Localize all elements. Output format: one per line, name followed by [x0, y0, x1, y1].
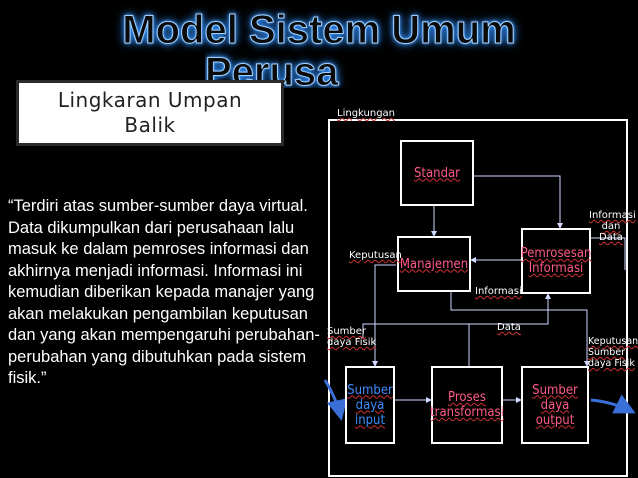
slide-title-line1: Model Sistem Umum — [122, 8, 516, 53]
label-sumber-daya-fisik: Sumber daya Fisik — [327, 326, 376, 348]
system-diagram: Lingkungan Standar Manajemen Pemrosesan … — [323, 100, 638, 478]
connector-keputusan-right — [450, 292, 590, 367]
box-pemrosesan-line1: Pemrosesan — [520, 246, 592, 261]
label-informasi-dan-data: Informasi dan Data — [589, 210, 636, 243]
connector-informasi-out — [591, 237, 626, 270]
box-standar: Standar — [400, 140, 474, 206]
environment-frame — [328, 119, 628, 477]
label-lingkungan: Lingkungan — [337, 108, 396, 119]
label-idd-line1: Informasi — [589, 210, 636, 221]
body-paragraph: “Terdiri atas sumber-sumber daya virtual… — [8, 197, 320, 387]
label-kr-line3: daya Fisik — [588, 358, 635, 369]
diagram-connectors — [323, 119, 636, 477]
box-input-line1: Sumber — [347, 382, 393, 398]
callout-line2: Balik — [124, 113, 176, 137]
label-idd-line2: dan — [601, 221, 621, 232]
callout-line1: Lingkaran Umpan — [57, 88, 243, 112]
slide-title: Model Sistem Umum Perusa — [0, 8, 638, 89]
label-sdf-line2: daya Fisik — [327, 337, 377, 348]
box-input-line3: input — [354, 412, 386, 428]
box-output-line1: Sumber daya — [532, 382, 578, 413]
label-informasi: Informasi — [475, 286, 522, 297]
box-proses-line1: Proses — [448, 390, 486, 405]
box-input-line2: daya — [355, 397, 385, 413]
flow-arrow-in — [323, 379, 348, 421]
label-kr-line1: Keputusan — [588, 336, 638, 347]
box-pemrosesan-line2: Informasi — [528, 261, 584, 276]
box-proses-transformasi: Proses transformasi — [430, 366, 504, 444]
label-keputusan-left: Keputusan — [349, 250, 402, 261]
box-proses-line2: transformasi — [430, 405, 504, 420]
callout-box: Lingkaran Umpan Balik — [16, 80, 284, 146]
flow-arrow-out — [590, 394, 636, 414]
label-kr-line2: Sumber — [588, 347, 626, 358]
box-sumber-daya-output: Sumber daya output — [521, 366, 589, 444]
connector-data — [362, 293, 551, 338]
box-manajemen: Manajemen — [397, 236, 471, 292]
label-sdf-line1: Sumber — [327, 326, 367, 337]
connector-standar-pemrosesan — [473, 175, 563, 229]
box-output-line2: output — [535, 412, 575, 428]
box-pemrosesan-informasi: Pemrosesan Informasi — [521, 228, 591, 294]
label-data: Data — [497, 322, 521, 333]
box-standar-text: Standar — [414, 165, 460, 181]
box-sumber-daya-input: Sumber daya input — [345, 366, 395, 444]
label-keputusan-right: Keputusan Sumber daya Fisik — [588, 336, 638, 369]
label-idd-line3: Data — [599, 232, 623, 243]
connector-keputusan-left — [372, 264, 396, 367]
box-manajemen-text: Manajemen — [399, 256, 469, 272]
